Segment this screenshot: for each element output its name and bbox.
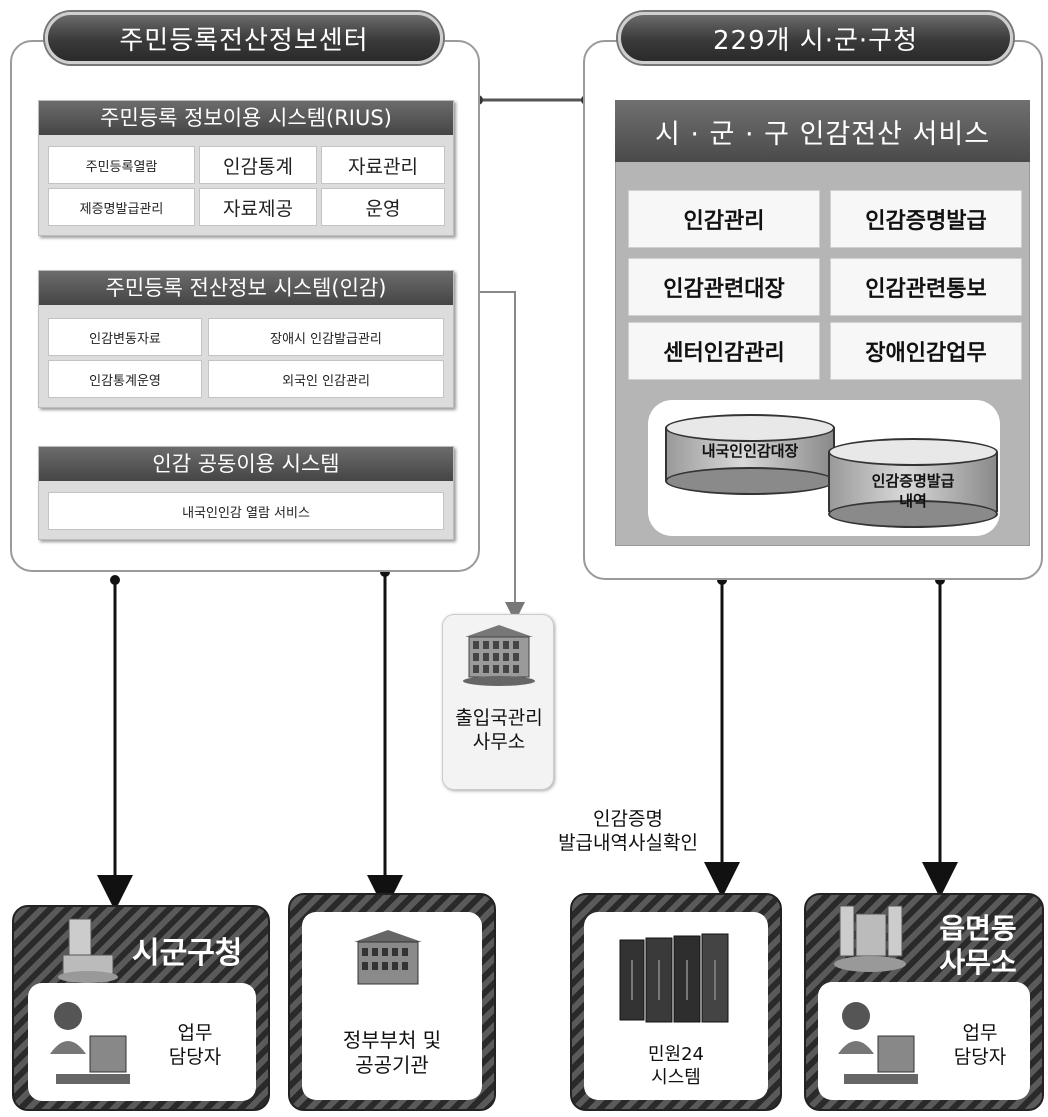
insite-cell: 인감통계운영: [48, 360, 202, 398]
rius-cell: 운영: [321, 188, 445, 226]
insite-cell: 인감변동자료: [48, 318, 202, 356]
office-worker-icon: [838, 1002, 918, 1084]
center-link: [473, 95, 591, 105]
eup-staff-line2: 담당자: [953, 1045, 1007, 1068]
government-label: 정부부처 및 공공기관: [302, 1028, 482, 1078]
minwon24-line1: 민원24: [647, 1044, 705, 1065]
right-center-title: 229개 시·군·구청: [618, 12, 1013, 64]
sigungu-staff-label: 업무 담당자: [150, 1022, 240, 1070]
database-icon-base: [828, 500, 998, 528]
arrow-to-sigungu: [97, 575, 133, 911]
server-rack-icon: [619, 933, 729, 1023]
service-cell: 인감관리: [628, 190, 820, 248]
immigration-line1: 출입국관리: [455, 707, 543, 729]
database-icon-top: [665, 414, 835, 442]
immigration-line2: 사무소: [472, 730, 526, 753]
service-cell: 인감증명발급: [830, 190, 1022, 248]
insite-cell: 장애시 인감발급관리: [208, 318, 444, 356]
sigungu-staff-line2: 담당자: [168, 1045, 222, 1068]
common-cell: 내국인인감 열람 서비스: [48, 492, 444, 530]
rius-cell: 인감통계: [199, 146, 317, 184]
office-building-icon: [58, 918, 118, 983]
immigration-office-card: 출입국관리 사무소: [442, 614, 554, 790]
db-issue-history: 인감증명발급 내역: [828, 472, 998, 511]
government-building-icon: [354, 930, 422, 985]
immigration-office-label: 출입국관리 사무소: [443, 707, 555, 755]
rius-title: 주민등록 정보이용 시스템(RIUS): [39, 101, 453, 135]
left-center-title: 주민등록전산정보센터: [45, 12, 443, 64]
building-icon: [463, 625, 535, 686]
minwon24-line2: 시스템: [651, 1066, 701, 1088]
insite-cell: 외국인 인감관리: [208, 360, 444, 398]
office-building-icon: [834, 905, 906, 972]
db-issue-history-line2: 내역: [899, 491, 927, 510]
rius-cell: 주민등록열람: [48, 146, 195, 184]
service-cell: 센터인감관리: [628, 322, 820, 380]
edge-label-line2: 발급내역사실확인: [558, 831, 698, 854]
eupmyeondong-title: 읍면동 사무소: [918, 912, 1038, 979]
db-issue-history-line1: 인감증명발급: [871, 472, 955, 490]
rius-cell: 자료관리: [321, 146, 445, 184]
arrow-to-eup: [922, 575, 958, 898]
insite-title: 주민등록 전산정보 시스템(인감): [39, 271, 453, 305]
minwon24-label: 민원24 시스템: [584, 1044, 768, 1089]
service-cell: 장애인감업무: [830, 322, 1022, 380]
office-worker-icon: [50, 1002, 130, 1084]
arrow-to-gov: [367, 567, 403, 911]
common-title: 인감 공동이용 시스템: [39, 447, 453, 481]
rius-cell: 제증명발급관리: [48, 188, 195, 226]
eup-staff-line1: 업무: [962, 1022, 998, 1044]
edge-label-line1: 인감증명: [593, 808, 663, 830]
government-line2: 공공기관: [355, 1053, 429, 1077]
database-icon-base: [665, 467, 835, 495]
db-inner-seal-ledger: 내국인인감대장: [701, 442, 799, 460]
sigungu-staff-line1: 업무: [177, 1022, 213, 1044]
edge-label: 인감증명 발급내역사실확인: [528, 808, 728, 856]
government-line1: 정부부처 및: [342, 1028, 442, 1052]
service-cell: 인감관련대장: [628, 258, 820, 316]
eupmyeondong-title-line1: 읍면동: [939, 912, 1017, 945]
database-icon-top: [828, 438, 998, 466]
eup-staff-label: 업무 담당자: [935, 1022, 1025, 1070]
rius-cell: 자료제공: [199, 188, 317, 226]
service-title: 시 · 군 · 구 인감전산 서비스: [615, 100, 1030, 162]
sigungu-title: 시군구청: [132, 936, 243, 971]
eupmyeondong-title-line2: 사무소: [939, 945, 1017, 979]
service-cell: 인감관련통보: [830, 258, 1022, 316]
